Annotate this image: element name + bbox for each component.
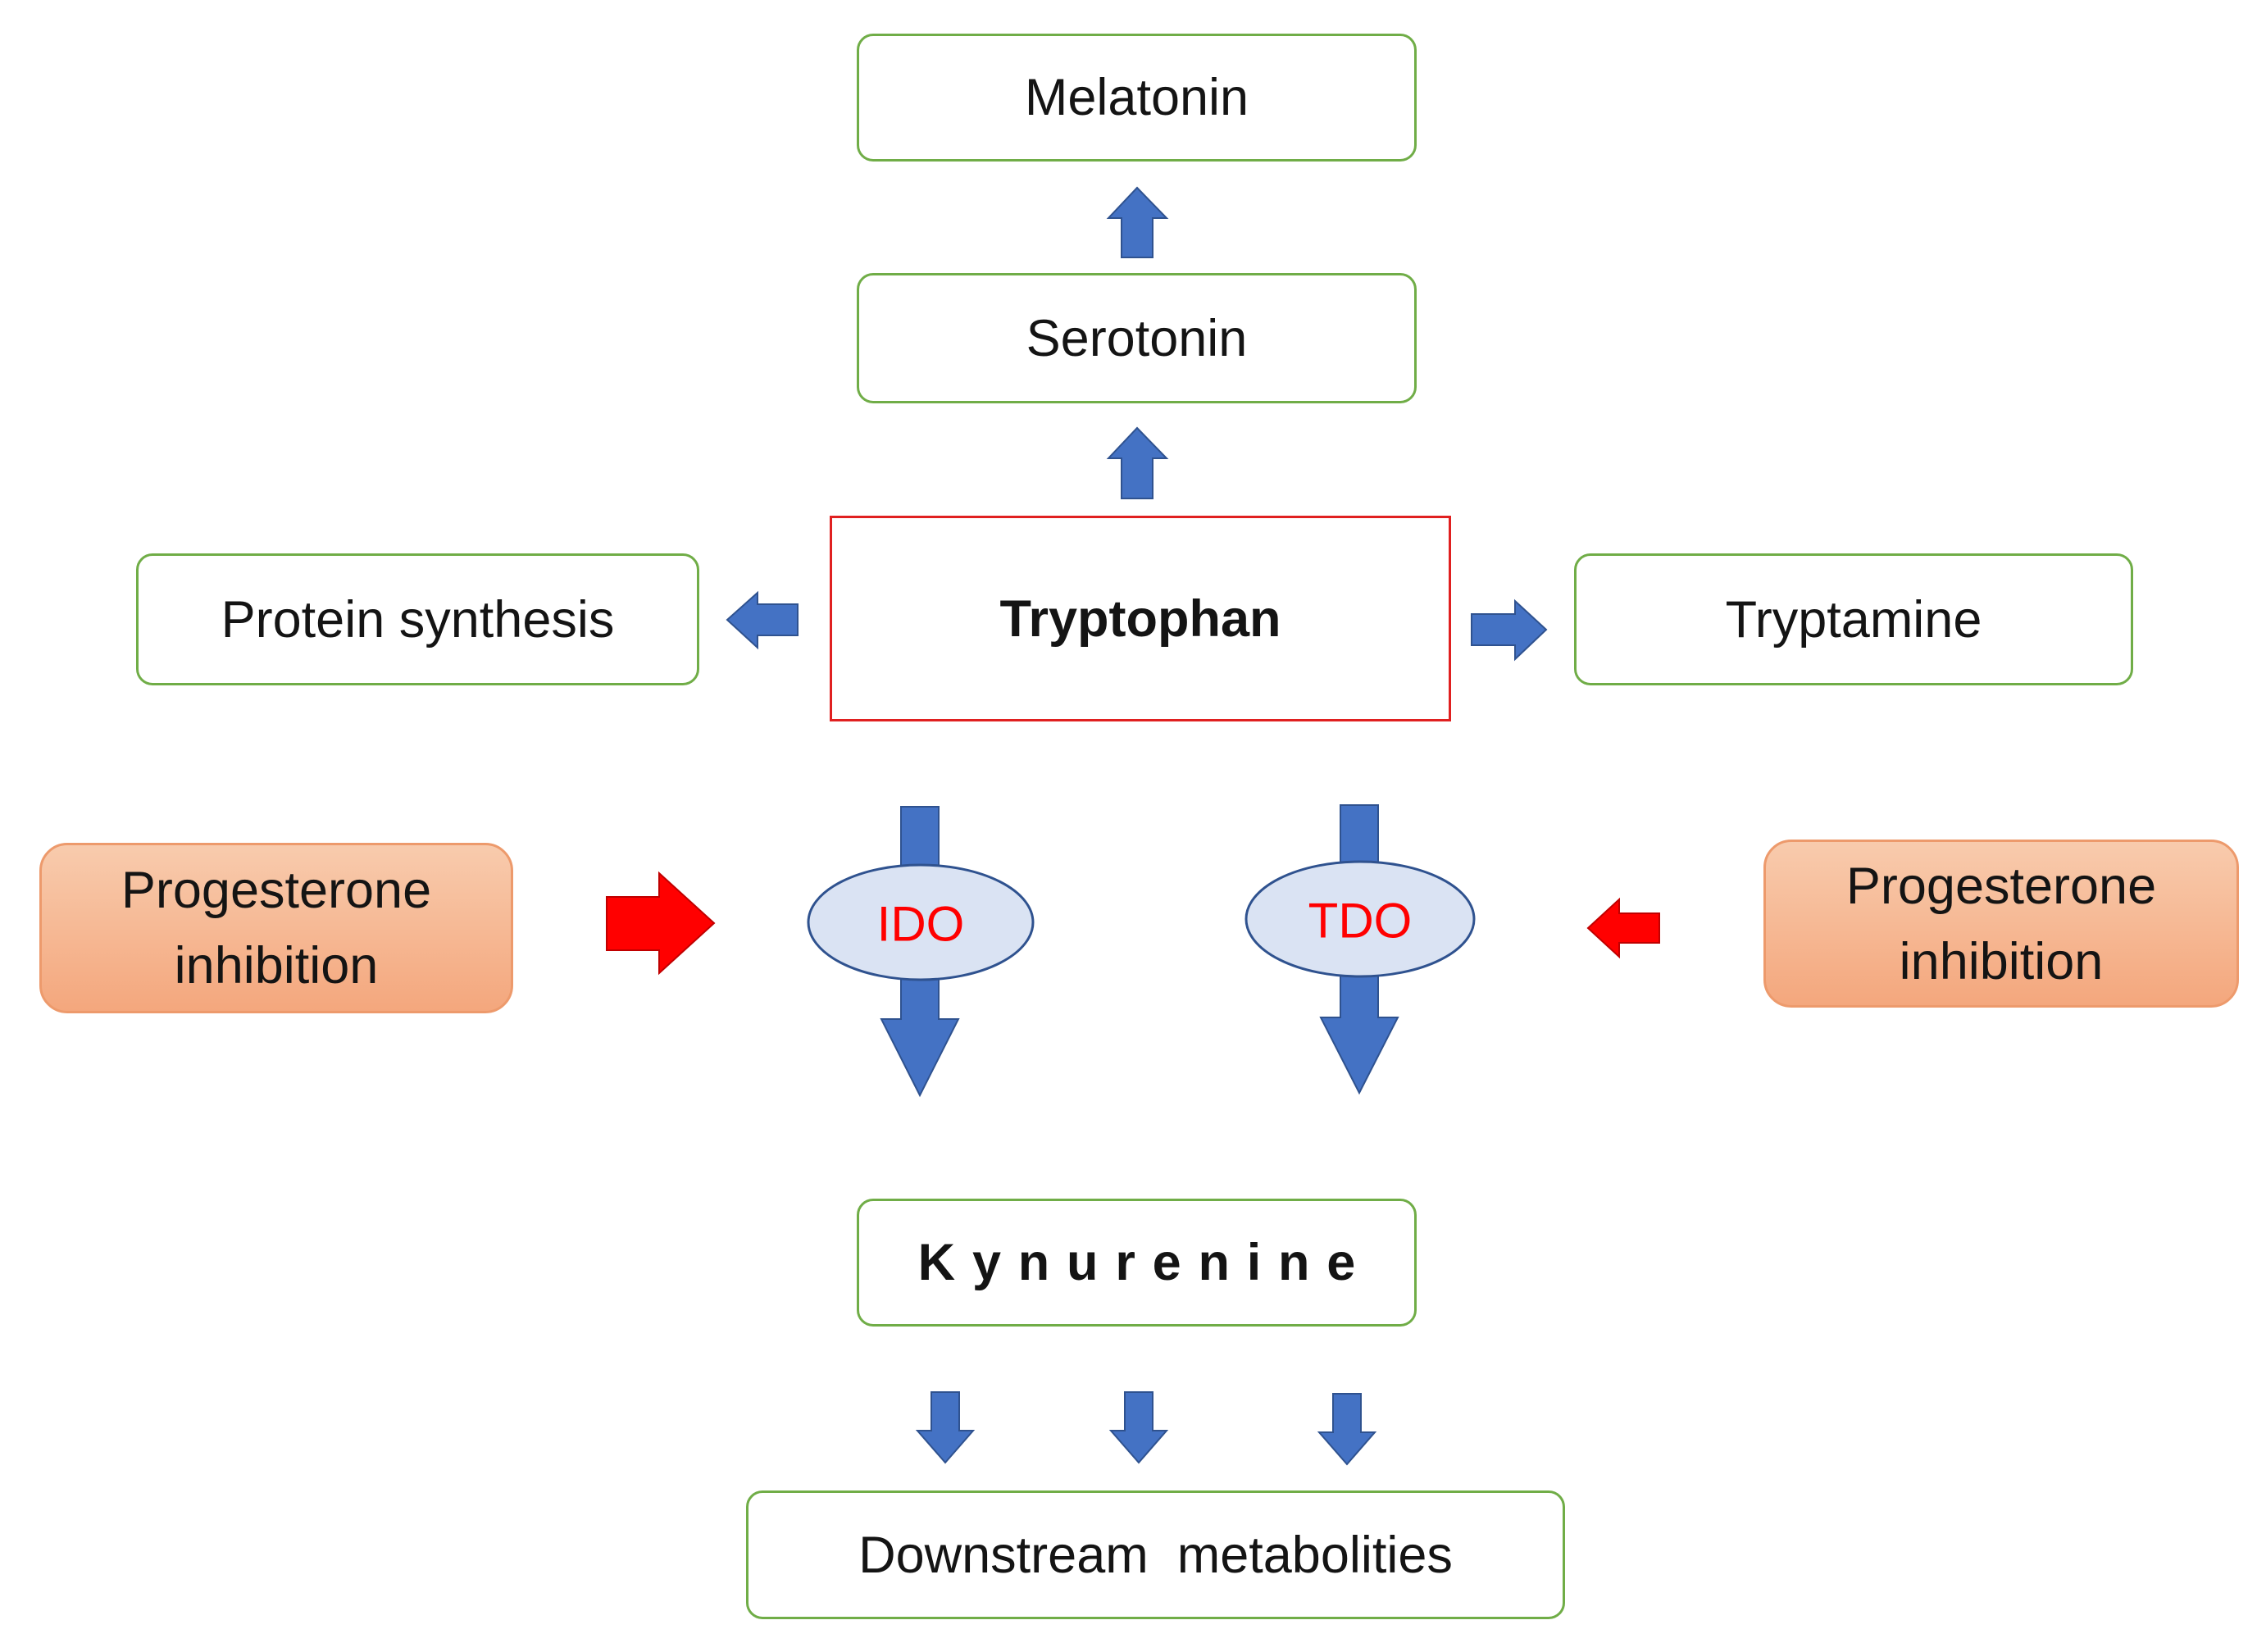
inhibition-arrow-left [606, 871, 716, 976]
node-protein-synthesis-label: Protein synthesis [221, 590, 615, 649]
arrow-serotonin-to-melatonin [1106, 186, 1169, 258]
node-melatonin-label: Melatonin [1024, 69, 1249, 126]
enzyme-ido-label: IDO [877, 897, 965, 952]
node-kynurenine: Kynurenine [857, 1199, 1417, 1327]
progesterone-inhibition-left: Progesterone inhibition [39, 843, 513, 1013]
progesterone-inhibition-left-line1: Progesterone [121, 862, 432, 919]
node-melatonin: Melatonin [857, 34, 1417, 162]
node-tryptophan-label: Tryptophan [999, 589, 1281, 648]
enzyme-tdo-ellipse [1244, 860, 1476, 978]
node-tryptophan: Tryptophan [830, 516, 1451, 721]
arrow-kynurenine-to-downstream-1 [915, 1391, 976, 1464]
node-serotonin-label: Serotonin [1026, 309, 1248, 367]
progesterone-inhibition-left-line2: inhibition [174, 937, 379, 994]
node-downstream-metabolities: Downstream metabolities [746, 1490, 1565, 1619]
arrow-tryptophan-to-serotonin [1106, 426, 1169, 499]
inhibition-arrow-right [1586, 897, 1660, 959]
node-tryptamine-label: Tryptamine [1725, 590, 1982, 649]
progesterone-inhibition-right: Progesterone inhibition [1763, 840, 2239, 1008]
enzyme-tdo-label: TDO [1308, 894, 1413, 949]
node-kynurenine-label: Kynurenine [917, 1234, 1373, 1291]
enzyme-ido-ellipse [807, 863, 1035, 981]
progesterone-inhibition-right-line1: Progesterone [1845, 857, 2157, 915]
node-tryptamine: Tryptamine [1574, 553, 2133, 685]
node-protein-synthesis: Protein synthesis [136, 553, 699, 685]
arrow-kynurenine-to-downstream-3 [1317, 1393, 1377, 1466]
arrow-tryptophan-to-tryptamine [1471, 598, 1548, 662]
node-serotonin: Serotonin [857, 273, 1417, 403]
arrow-tryptophan-to-protein-synthesis [726, 590, 799, 650]
enzyme-tdo: TDO [1244, 860, 1476, 978]
progesterone-inhibition-right-line2: inhibition [1899, 932, 2104, 990]
node-downstream-metabolities-label: Downstream metabolities [858, 1526, 1453, 1584]
arrow-kynurenine-to-downstream-2 [1108, 1391, 1169, 1464]
enzyme-ido: IDO [807, 863, 1035, 981]
